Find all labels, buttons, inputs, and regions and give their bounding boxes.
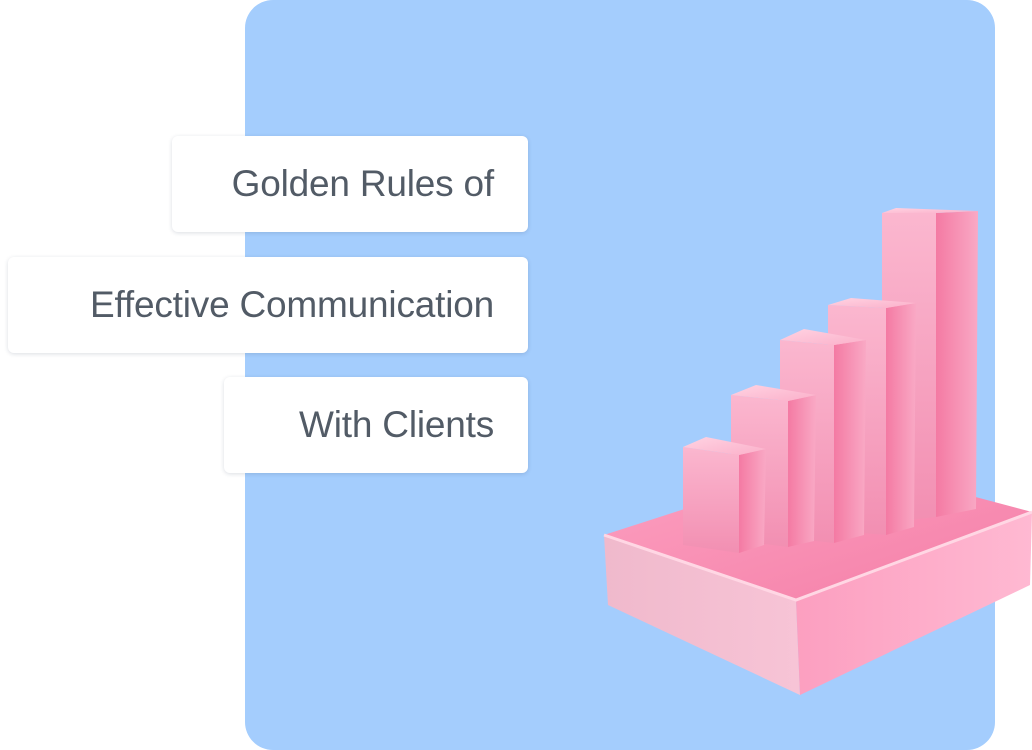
bar-chart-steps-icon	[603, 208, 1032, 695]
headline-line-2: Effective Communication	[90, 284, 494, 325]
headline-line-1: Golden Rules of	[231, 163, 495, 204]
headline-line-3: With Clients	[299, 404, 494, 445]
headline-line-2-card: Effective Communication	[8, 257, 528, 353]
bar-1	[683, 437, 766, 553]
headline-line-3-card: With Clients	[224, 377, 528, 473]
headline-line-1-card: Golden Rules of	[172, 136, 528, 232]
